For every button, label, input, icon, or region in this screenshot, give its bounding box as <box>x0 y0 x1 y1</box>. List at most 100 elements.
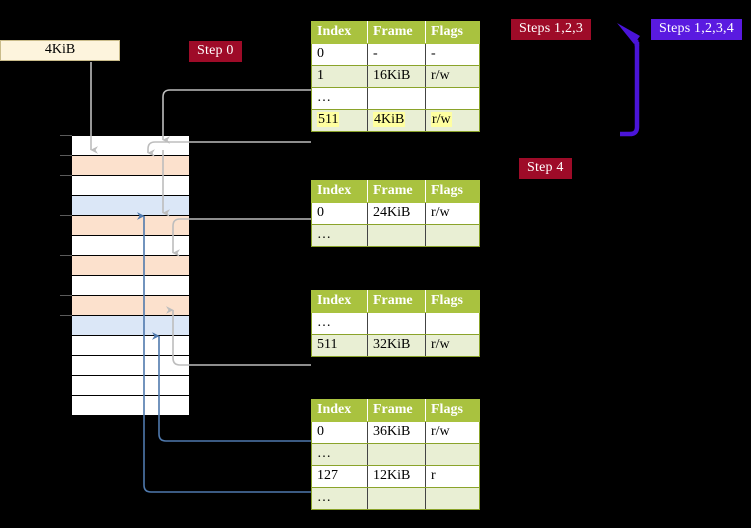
column-header-flags: Flags <box>425 180 480 203</box>
memory-tick <box>60 215 72 216</box>
table-header-row: Index Frame Flags <box>311 21 480 44</box>
cell-flags: r/w <box>425 65 480 88</box>
memory-cell <box>71 235 190 256</box>
table-header-row: Index Frame Flags <box>311 399 480 422</box>
cell-index: 511 <box>311 109 368 132</box>
cell-frame: 24KiB <box>367 202 426 225</box>
steps-arrow-tail <box>633 39 640 47</box>
table-row: … <box>311 224 480 247</box>
cell-frame <box>367 312 426 335</box>
memory-cell <box>71 155 190 176</box>
memory-cell <box>71 355 190 376</box>
memory-tick <box>60 155 72 156</box>
memory-tick <box>60 315 72 316</box>
cell-flags <box>425 224 480 247</box>
cell-flags <box>425 443 480 466</box>
cell-index: … <box>311 487 368 510</box>
cell-index: 0 <box>311 43 368 66</box>
table-row: … <box>311 487 480 510</box>
column-header-flags: Flags <box>425 21 480 44</box>
table-row: 511 32KiB r/w <box>311 334 480 357</box>
memory-cell <box>71 135 190 156</box>
pml4-table: Index Frame Flags 0 - - 1 16KiB r/w … 51… <box>311 21 480 132</box>
column-header-flags: Flags <box>425 290 480 313</box>
table-row: 0 - - <box>311 43 480 66</box>
cell-flags <box>425 312 480 335</box>
cell-frame: 36KiB <box>367 421 426 444</box>
cell-flags: r/w <box>425 421 480 444</box>
cell-flags: r/w <box>425 202 480 225</box>
steps1234-badge: Steps 1,2,3,4 <box>651 19 742 40</box>
column-header-frame: Frame <box>367 21 426 44</box>
cell-frame <box>367 487 426 510</box>
memory-cell <box>71 175 190 196</box>
cell-frame: 12KiB <box>367 465 426 488</box>
memory-cell <box>71 315 190 336</box>
cell-flags: - <box>425 43 480 66</box>
physical-memory-column <box>71 135 190 416</box>
cell-index: 127 <box>311 465 368 488</box>
table-row: 0 24KiB r/w <box>311 202 480 225</box>
cell-frame: 16KiB <box>367 65 426 88</box>
arrow-steps-bracket <box>620 42 640 137</box>
frame-size-box: 4KiB <box>0 40 120 61</box>
cell-frame: - <box>367 43 426 66</box>
memory-cell <box>71 195 190 216</box>
column-header-index: Index <box>311 21 368 44</box>
table-row: 127 12KiB r <box>311 465 480 488</box>
cell-index: … <box>311 312 368 335</box>
arrow-pdp-row0-to-memory <box>172 218 311 257</box>
cell-index: … <box>311 87 368 110</box>
memory-cell <box>71 335 190 356</box>
arrow-pd-row511-to-memory <box>166 306 311 366</box>
arrow-pml4-row1-to-memory <box>162 89 311 144</box>
arrow-steps-bracket-head <box>620 28 637 42</box>
table-row: 0 36KiB r/w <box>311 421 480 444</box>
column-header-frame: Frame <box>367 399 426 422</box>
memory-tick <box>60 255 72 256</box>
table-row: 1 16KiB r/w <box>311 65 480 88</box>
memory-tick <box>60 175 72 176</box>
cell-flags <box>425 87 480 110</box>
pt-table: Index Frame Flags 0 36KiB r/w … 127 12Ki… <box>311 399 480 510</box>
cell-index: … <box>311 224 368 247</box>
memory-cell <box>71 395 190 416</box>
column-header-index: Index <box>311 399 368 422</box>
steps-arrowhead-icon <box>617 23 640 44</box>
memory-tick <box>60 295 72 296</box>
step0-badge: Step 0 <box>189 41 242 62</box>
cell-flags: r/w <box>425 109 480 132</box>
cell-index: 1 <box>311 65 368 88</box>
cell-index: 511 <box>311 334 368 357</box>
cell-index: … <box>311 443 368 466</box>
memory-cell <box>71 215 190 236</box>
cell-index: 0 <box>311 202 368 225</box>
memory-tick <box>60 135 72 136</box>
column-header-flags: Flags <box>425 399 480 422</box>
pd-table: Index Frame Flags … 511 32KiB r/w <box>311 290 480 357</box>
table-header-row: Index Frame Flags <box>311 180 480 203</box>
cell-frame <box>367 224 426 247</box>
cell-flags: r <box>425 465 480 488</box>
column-header-index: Index <box>311 290 368 313</box>
column-header-index: Index <box>311 180 368 203</box>
memory-cell <box>71 375 190 396</box>
memory-cell <box>71 295 190 316</box>
column-header-frame: Frame <box>367 180 426 203</box>
column-header-frame: Frame <box>367 290 426 313</box>
table-row: … <box>311 87 480 110</box>
cell-frame: 32KiB <box>367 334 426 357</box>
pdp-table: Index Frame Flags 0 24KiB r/w … <box>311 180 480 247</box>
step4-badge: Step 4 <box>519 158 572 179</box>
cell-frame <box>367 443 426 466</box>
cell-frame <box>367 87 426 110</box>
cell-index: 0 <box>311 421 368 444</box>
table-row: … <box>311 443 480 466</box>
table-row: … <box>311 312 480 335</box>
table-header-row: Index Frame Flags <box>311 290 480 313</box>
table-row-highlighted: 511 4KiB r/w <box>311 109 480 132</box>
cell-frame: 4KiB <box>367 109 426 132</box>
memory-cell <box>71 255 190 276</box>
steps123-badge: Steps 1,2,3 <box>511 19 592 40</box>
